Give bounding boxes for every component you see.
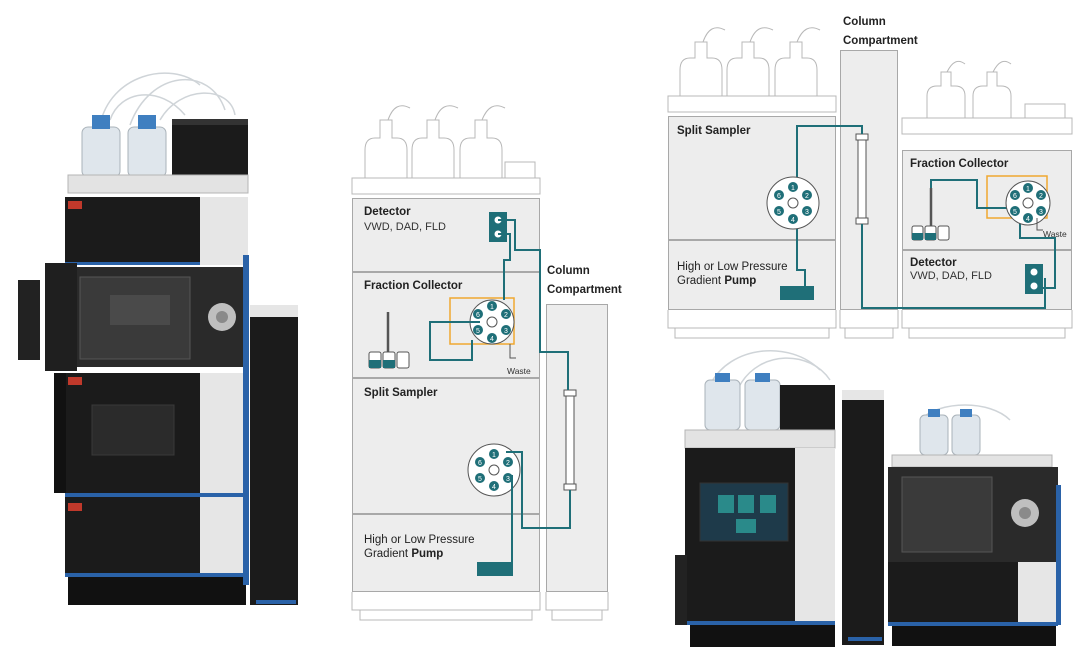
valve-port-label: 2 — [805, 193, 809, 200]
valve-port-label: 3 — [1039, 209, 1043, 216]
pump-label-prefix: Gradient — [364, 548, 412, 560]
solvent-bottles-outline — [351, 105, 541, 195]
flow-diagram-right: Column Compartment Split Sampler High or… — [665, 8, 1075, 343]
split-sampler-title: Split Sampler — [364, 387, 438, 399]
flow-diagram-center: Detector VWD, DAD, FLD Fraction Collecto… — [340, 90, 640, 630]
pump-label-line2: Gradient Pump — [364, 547, 443, 561]
valve-port-label: 2 — [1039, 193, 1043, 200]
waste-label: Waste — [507, 366, 531, 376]
pump-label-bold-right: Pump — [724, 275, 757, 287]
detector-module-right — [902, 250, 1072, 310]
pump-block-right — [780, 286, 814, 300]
column-label-line1: Column — [547, 265, 590, 277]
base-outlines — [351, 592, 609, 621]
column-compartment-label: Column Compartment — [547, 262, 622, 300]
fraction-collector-title: Fraction Collector — [364, 280, 463, 292]
valve-port-label: 5 — [476, 328, 480, 335]
pump-label-line1: High or Low Pressure — [364, 534, 475, 546]
valve-port-label: 5 — [777, 209, 781, 216]
valve-port-label: 1 — [791, 185, 795, 192]
valve-port-label: 3 — [805, 209, 809, 216]
detector-subtitle-right: VWD, DAD, FLD — [910, 270, 992, 282]
split-sampler-title-right: Split Sampler — [677, 125, 751, 137]
detector-title: Detector — [364, 206, 411, 218]
pump-block — [477, 562, 513, 576]
pump-label-line2-right: Gradient Pump — [677, 274, 756, 288]
pump-label-bold: Pump — [411, 548, 444, 560]
waste-label-right: Waste — [1043, 229, 1067, 239]
valve-port-label: 6 — [476, 312, 480, 319]
column-compartment-module-right — [840, 50, 898, 310]
pump-label-prefix-right: Gradient — [677, 275, 725, 287]
valve-port-label: 3 — [504, 328, 508, 335]
hplc-instrument-photo-left — [10, 55, 310, 615]
detector-subtitle: VWD, DAD, FLD — [364, 221, 446, 233]
detector-flow-cell-right — [1025, 264, 1043, 294]
valve-port-label: 1 — [492, 452, 496, 459]
valve-port-label: 3 — [506, 476, 510, 483]
valve-port-label: 4 — [492, 484, 496, 491]
solvent-bottles-outline-right — [667, 27, 1073, 135]
pump-module — [352, 514, 540, 592]
valve-port-label: 2 — [504, 312, 508, 319]
vials-right — [911, 188, 950, 241]
valve-port-label: 1 — [1026, 186, 1030, 193]
vials — [368, 312, 410, 369]
detector-title-right: Detector — [910, 257, 957, 269]
valve-port-label: 4 — [1026, 216, 1030, 223]
hplc-instrument-photo-right — [670, 345, 1075, 655]
pump-label-line1-right: High or Low Pressure — [677, 261, 788, 273]
fraction-collector-title-right: Fraction Collector — [910, 158, 1009, 170]
column-label-line2-right: Compartment — [843, 35, 918, 47]
valve-port-label: 6 — [1013, 193, 1017, 200]
column-label-line1-right: Column — [843, 16, 886, 28]
valve-port-label: 1 — [490, 304, 494, 311]
valve-port-label: 4 — [791, 217, 795, 224]
valve-port-label: 5 — [1013, 209, 1017, 216]
column-label-line2: Compartment — [547, 284, 622, 296]
valve-port-label: 5 — [478, 476, 482, 483]
valve-port-label: 4 — [490, 336, 494, 343]
valve-port-label: 6 — [478, 460, 482, 467]
column-tube-right — [855, 133, 869, 225]
column-compartment-label-right: Column Compartment — [843, 13, 918, 51]
tubing-diagram-right: 1 2 3 4 5 6 1 2 3 4 5 6 — [667, 125, 1073, 339]
valve-port-label: 2 — [506, 460, 510, 467]
valve-port-label: 6 — [777, 193, 781, 200]
